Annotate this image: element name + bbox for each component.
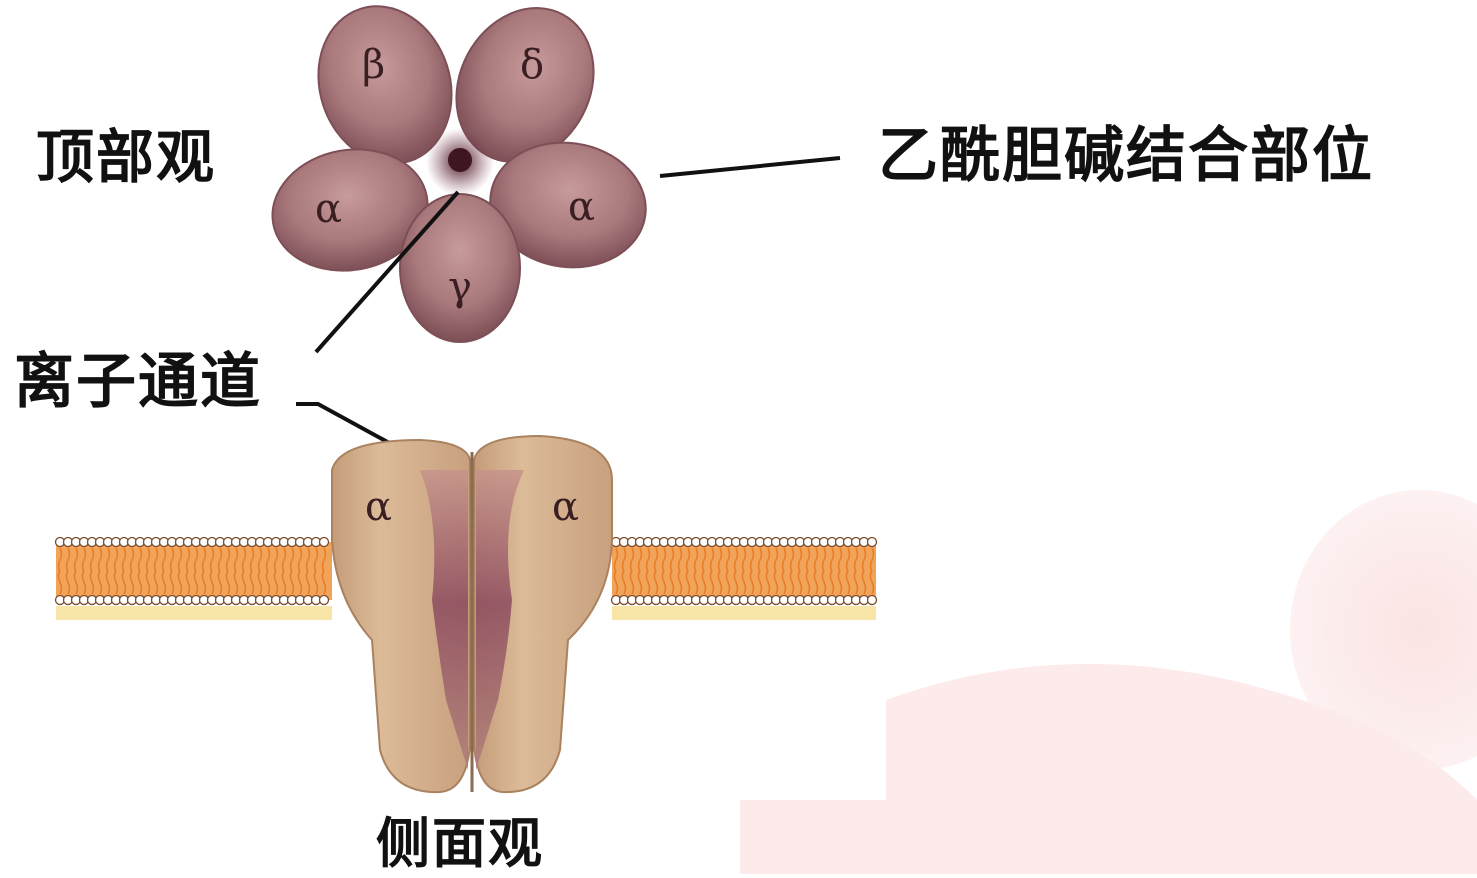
membrane-underlay [56, 606, 332, 620]
ach-site-leader-line [660, 158, 840, 176]
subunit-label-beta: β [362, 42, 385, 88]
subunit-label-alpha-left: α [315, 186, 342, 232]
subunit-gamma-top: γ [400, 194, 520, 342]
side-view-receptor: α α [332, 436, 612, 792]
lipid-head [868, 538, 877, 547]
lipid-head [868, 596, 877, 605]
top-view-receptor: β δ α α γ [263, 0, 654, 342]
membrane-core [56, 542, 332, 600]
side-view-label: 侧面观 [376, 816, 544, 870]
top-view-label: 顶部观 [36, 128, 216, 186]
membrane-underlay [612, 606, 876, 620]
lipid-head [320, 596, 329, 605]
side-subunit-label-alpha-left: α [365, 484, 392, 530]
subunit-label-alpha-right: α [568, 184, 595, 230]
subunit-label-gamma: γ [448, 264, 472, 310]
ach-binding-site-label: 乙酰胆碱结合部位 [878, 126, 1374, 186]
side-subunit-label-alpha-right: α [552, 484, 579, 530]
ion-channel-label: 离子通道 [14, 352, 262, 412]
lipid-head [320, 538, 329, 547]
subunit-label-delta: δ [520, 42, 544, 88]
